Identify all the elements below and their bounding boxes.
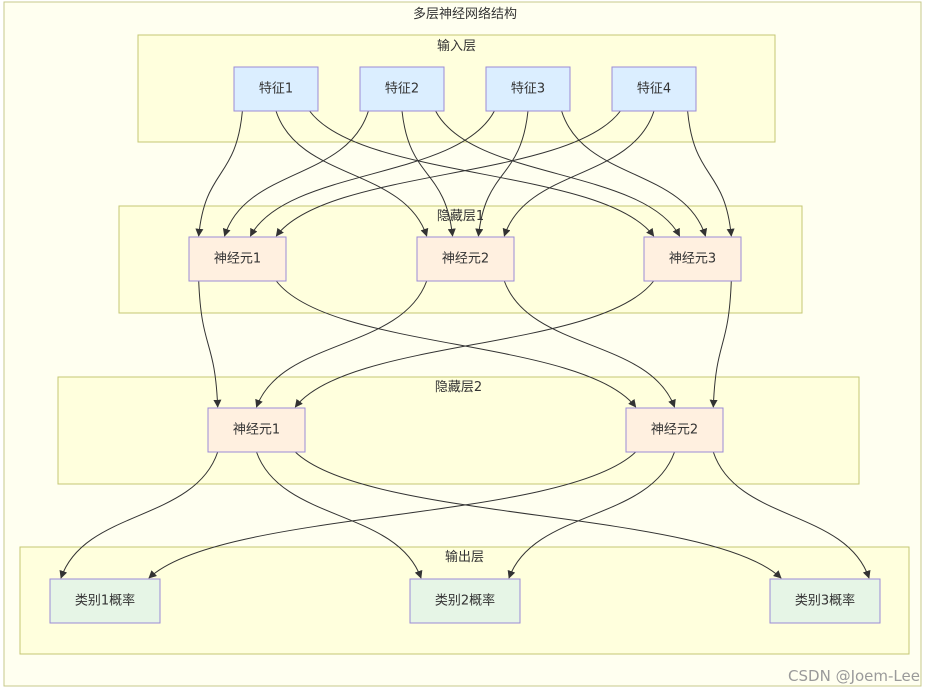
cluster-label-h2: 隐藏层2 [435,380,482,395]
edge-x3-h1n1 [249,110,495,237]
node-box-x3 [485,66,571,112]
node-h1n2: 神经元2 [416,236,515,282]
edge-x3-h1n3 [561,110,708,237]
cluster-h2 [57,376,860,485]
node-label-h1n2: 神经元2 [442,252,489,267]
connection-edges [59,110,871,579]
edge-x1-h1n2 [275,110,429,237]
cluster-label-input: 输入层 [437,38,476,54]
node-box-o1 [49,578,161,624]
node-label-h2n1: 神经元1 [233,423,280,438]
layer-nodes: 特征1 特征2 特征3 特征4 神经元1 神经元2 神经元3 神经元1 神经元2 类别1概率 类别2… [49,66,881,624]
edge-h2n2-o2 [507,451,675,579]
edge-x1-h1n3 [309,110,655,237]
node-label-x3: 特征3 [511,82,545,97]
edge-h1n2-h2n2 [503,280,676,408]
edge-x4-h1n1 [275,110,621,237]
node-box-h1n3 [643,236,742,282]
node-label-h2n2: 神经元2 [651,423,698,438]
node-x4: 特征4 [611,66,697,112]
node-box-h2n2 [625,407,724,453]
node-box-o2 [409,578,521,624]
node-x3: 特征3 [485,66,571,112]
edge-x4-h1n2 [502,110,655,237]
cluster-label-out: 输出层 [445,549,484,565]
edge-h1n3-h2n2 [709,280,732,408]
watermark: CSDN @Joem-Lee [788,667,920,685]
edge-x3-h1n2 [475,110,529,237]
node-x2: 特征2 [359,66,445,112]
edge-h1n3-h2n1 [294,280,655,408]
edge-x2-h1n1 [222,110,369,237]
edge-h1n2-h2n1 [255,280,428,408]
node-box-h1n2 [416,236,515,282]
node-h1n3: 神经元3 [643,236,742,282]
node-label-o2: 类别2概率 [435,593,495,609]
node-o2: 类别2概率 [409,578,521,624]
cluster-label-h1: 隐藏层1 [437,209,484,224]
edge-x2-h1n2 [401,110,456,237]
edge-x1-h1n1 [195,110,243,237]
node-label-h1n1: 神经元1 [214,252,261,267]
edge-x4-h1n3 [687,110,735,237]
edge-h2n2-o3 [712,451,871,579]
diagram-title: 多层神经网络结构 [413,6,517,22]
node-box-h1n1 [188,236,287,282]
node-box-x4 [611,66,697,112]
node-h2n1: 神经元1 [207,407,306,453]
edge-h2n2-o1 [148,451,637,579]
node-label-h1n3: 神经元3 [669,252,716,267]
node-box-x2 [359,66,445,112]
node-label-o3: 类别3概率 [795,593,855,609]
edge-h1n1-h2n1 [198,280,222,408]
node-label-o1: 类别1概率 [75,593,135,609]
node-box-h2n1 [207,407,306,453]
node-o1: 类别1概率 [49,578,161,624]
edge-h2n1-o2 [256,451,423,579]
node-h2n2: 神经元2 [625,407,724,453]
edge-h2n1-o1 [59,451,219,579]
edge-h1n1-h2n2 [275,280,637,408]
node-label-x4: 特征4 [637,82,671,97]
node-box-o3 [769,578,881,624]
node-label-x1: 特征1 [259,82,293,97]
node-x1: 特征1 [233,66,319,112]
edge-h2n1-o3 [294,451,782,579]
edge-x2-h1n3 [435,110,681,237]
node-box-x1 [233,66,319,112]
node-o3: 类别3概率 [769,578,881,624]
node-label-x2: 特征2 [385,82,419,97]
node-h1n1: 神经元1 [188,236,287,282]
